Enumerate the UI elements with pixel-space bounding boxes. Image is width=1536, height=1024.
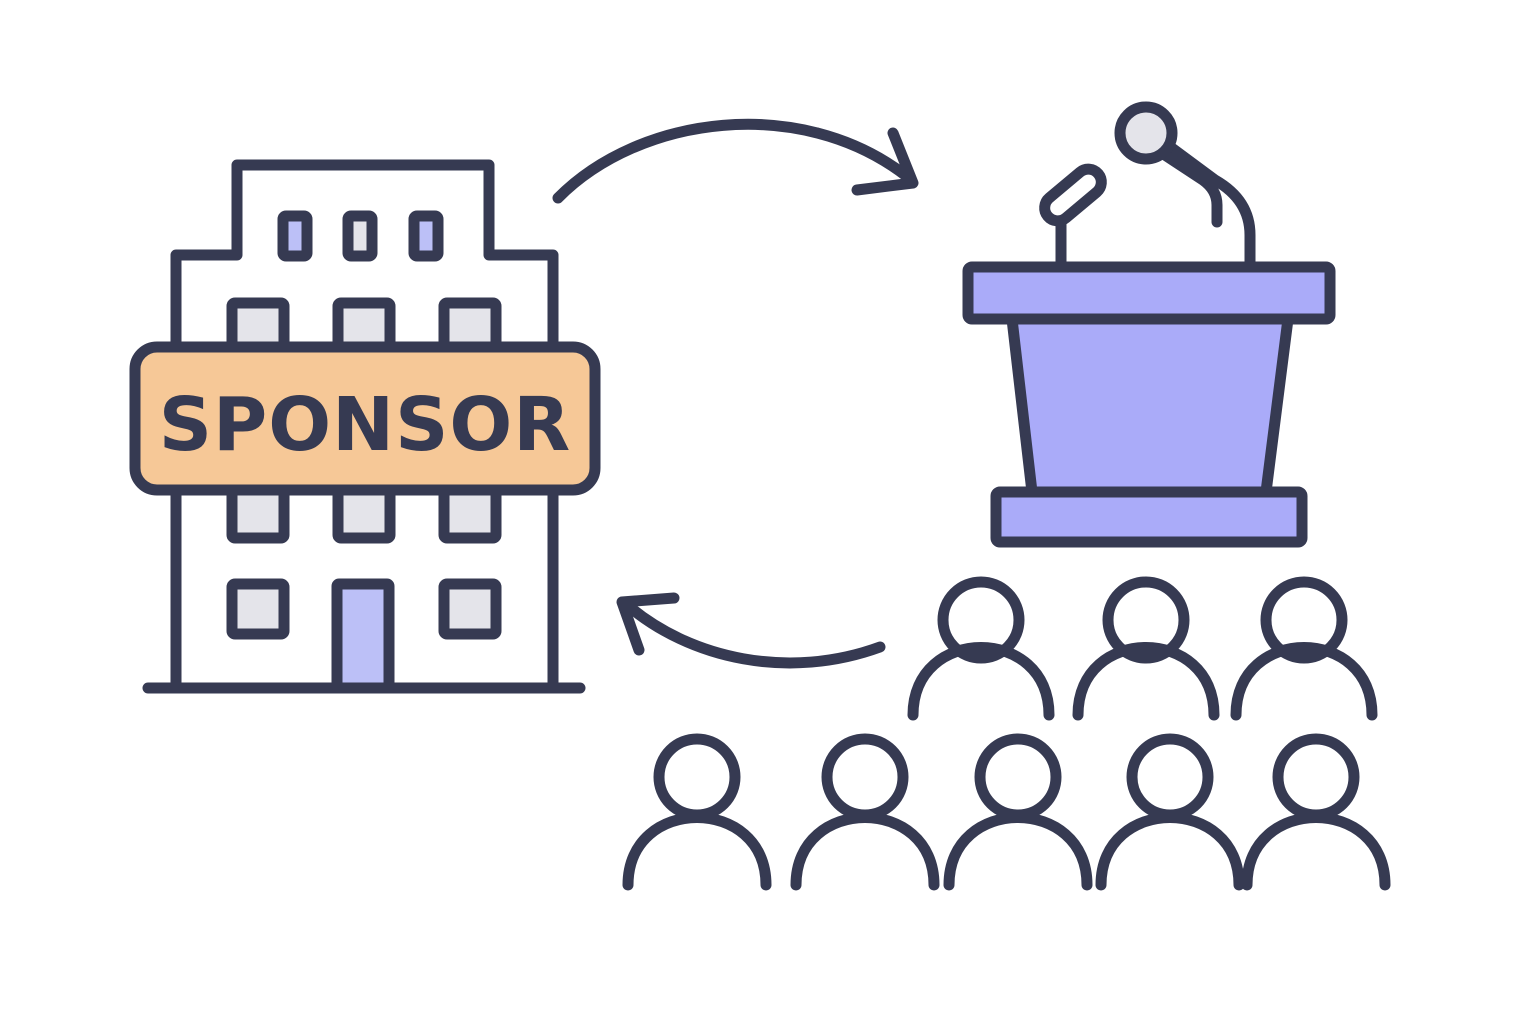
podium-body [1006,313,1294,498]
building-door [331,578,395,694]
mic-head [1114,101,1178,165]
podium-microphone-icon [962,101,1336,548]
building-window [408,210,444,262]
sponsor-label: SPONSOR [159,382,572,468]
audience-people-icon [622,576,1391,891]
office-building-icon [129,159,601,694]
mic-stand [1155,134,1256,271]
person-icon [1072,576,1220,721]
arrow-head [616,592,680,656]
small-mic [1039,163,1107,227]
arrow-audience-to-sponsor [619,597,886,669]
person-icon [622,733,772,891]
person-icon [790,733,940,891]
building-window [342,210,378,262]
curved-arrow-icon [552,118,919,204]
curved-arrow-icon [616,592,886,669]
building-window [277,210,313,262]
person-icon [943,733,1093,891]
sponsor-banner [129,341,601,496]
building-window [438,578,502,640]
person-icon [1095,733,1245,891]
podium-base [990,486,1308,548]
arrow-head [851,127,919,196]
mic-arm [1159,149,1223,228]
person-icon [907,576,1055,721]
arrow-sponsor-to-podium [552,118,911,204]
podium-top [962,261,1336,325]
building-window [226,578,290,640]
person-icon [1230,576,1378,721]
person-icon [1241,733,1391,891]
building-outline [170,159,559,694]
